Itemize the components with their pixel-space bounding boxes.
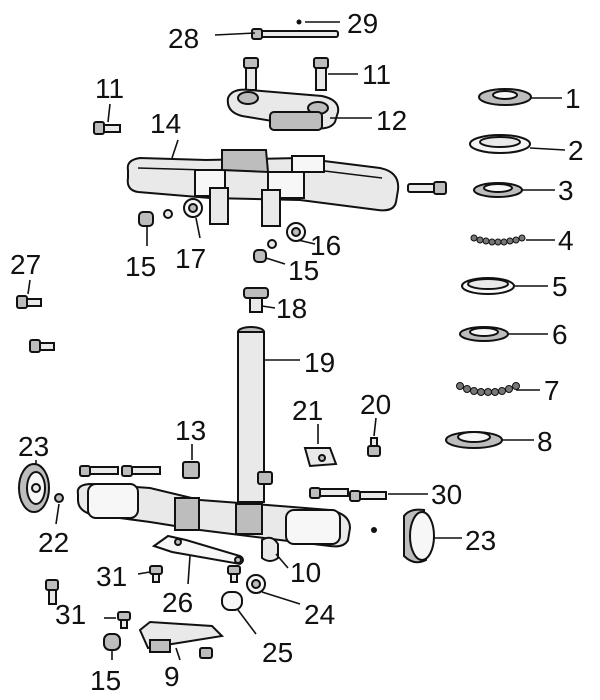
part-15-cap-c	[103, 633, 121, 651]
label-3: 3	[558, 175, 574, 206]
part-18-stem-bolt	[243, 287, 269, 313]
part-30-bolt-a	[309, 487, 349, 499]
label-31-a: 31	[96, 561, 127, 592]
part-11-bolt-right	[313, 57, 329, 91]
part-6-race	[459, 326, 509, 342]
part-26-wire-bracket	[151, 534, 244, 566]
part-29-ball	[296, 19, 302, 25]
part-12-clamp	[226, 88, 340, 131]
part-5-ring	[461, 277, 515, 295]
label-4: 4	[558, 225, 574, 256]
part-4-bearing	[470, 234, 526, 246]
lower-left-bolt	[45, 579, 59, 605]
label-25: 25	[262, 637, 293, 668]
right-cap-small-nut	[371, 527, 377, 533]
label-19: 19	[304, 347, 335, 378]
part-15-small-washer	[163, 209, 173, 219]
part-31-screw-b	[227, 565, 241, 583]
part-22-nut	[54, 493, 64, 503]
part-24-washer	[246, 574, 266, 594]
part-9-bracket	[138, 620, 225, 659]
label-5: 5	[552, 271, 568, 302]
label-8: 8	[537, 426, 553, 457]
label-26: 26	[162, 587, 193, 618]
label-29: 29	[347, 8, 378, 39]
part-15-cap-a	[138, 211, 154, 227]
part-15-cap-b	[253, 249, 267, 263]
label-21: 21	[292, 395, 323, 426]
label-20: 20	[360, 389, 391, 420]
label-9: 9	[164, 661, 180, 692]
label-10: 10	[290, 557, 321, 588]
part-14-upper-triple-clamp	[126, 149, 400, 227]
part-16-washer	[286, 222, 306, 242]
part-21-bracket	[303, 447, 338, 468]
part-20-screw	[367, 437, 381, 457]
lower-triple-clamp	[76, 482, 352, 548]
label-2: 2	[568, 135, 584, 166]
label-1: 1	[565, 83, 581, 114]
label-13: 13	[175, 415, 206, 446]
part-31-screw-a	[149, 565, 163, 583]
part-10-clip	[261, 536, 279, 562]
label-31-b: 31	[55, 599, 86, 630]
label-11-left: 11	[95, 73, 124, 104]
label-17: 17	[175, 243, 206, 274]
part-1-nut	[478, 88, 532, 106]
part-30-bolt-b	[349, 490, 387, 502]
part-8-dust-seal	[445, 431, 503, 449]
part-3-race	[473, 182, 523, 198]
label-27: 27	[10, 249, 41, 280]
part-23-cap-left	[18, 463, 50, 513]
label-22: 22	[38, 527, 69, 558]
label-23-left: 23	[18, 431, 49, 462]
label-7: 7	[544, 375, 560, 406]
part-2-dust-seal	[469, 134, 531, 154]
label-24: 24	[304, 599, 335, 630]
part-11-bolt-left	[243, 57, 259, 91]
part-17-washer	[183, 198, 203, 218]
label-14: 14	[150, 108, 181, 139]
part-23-cap-right	[403, 508, 435, 564]
label-12: 12	[376, 105, 407, 136]
upper-clamp-pinch-bolt	[407, 181, 447, 195]
part-13-sleeve	[182, 461, 273, 485]
label-6: 6	[552, 319, 568, 350]
part-28-pin	[251, 28, 339, 40]
label-30: 30	[431, 479, 462, 510]
label-15-a: 15	[125, 251, 156, 282]
part-31-screw-c	[117, 611, 131, 629]
label-15-c: 15	[90, 665, 121, 696]
part-16-small-nut	[267, 239, 277, 249]
part-11-side-bolt	[93, 121, 121, 135]
label-11-right: 11	[362, 59, 391, 90]
label-23-right: 23	[465, 525, 496, 556]
part-25-cap	[221, 591, 243, 611]
label-18: 18	[276, 293, 307, 324]
part-27-bolt-b	[29, 339, 55, 353]
lower-clamp-bolt-a	[79, 465, 119, 477]
lower-clamp-bolt-b	[121, 465, 161, 477]
part-27-bolt-a	[16, 295, 42, 309]
label-15-b: 15	[288, 255, 319, 286]
label-28: 28	[168, 23, 199, 54]
label-16: 16	[310, 230, 341, 261]
part-7-bearing	[456, 382, 520, 396]
